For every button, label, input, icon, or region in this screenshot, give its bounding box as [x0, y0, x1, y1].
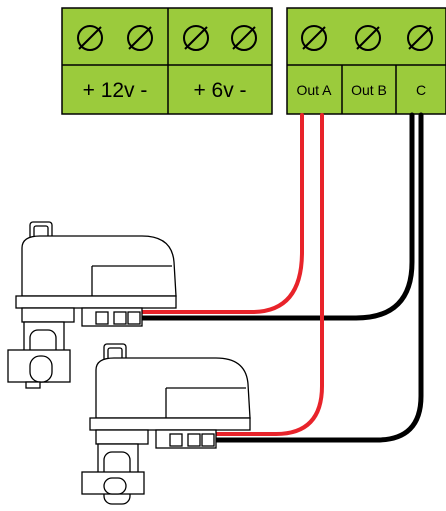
valve-connector: [169, 433, 183, 447]
wires: [140, 112, 424, 443]
terminal-label-out-a: Out A: [296, 82, 332, 98]
output-terminal-block: Out A Out B C: [286, 7, 446, 115]
power-terminal-block: + 12v - + 6v -: [61, 7, 273, 115]
terminal-label-out-b: Out B: [351, 82, 387, 98]
screw-terminal-icon: [407, 25, 433, 51]
valve-connector: [95, 311, 109, 325]
screw-terminal-icon: [231, 25, 257, 51]
terminal-label-c: C: [416, 82, 426, 98]
wire-red-to-upper-valve: [141, 113, 304, 314]
valve-actuator-lower: [81, 343, 251, 505]
valve-base-plate: [15, 295, 177, 309]
wire-black-to-upper-valve: [140, 112, 415, 321]
power-block-body: [61, 7, 273, 115]
screw-terminal-icon: [183, 25, 209, 51]
screw-terminal-icon: [77, 25, 103, 51]
valve-base-plate: [89, 417, 251, 431]
wire-red-to-lower-valve: [208, 113, 324, 436]
screw-terminal-icon: [127, 25, 153, 51]
terminal-label-12v: + 12v -: [83, 79, 148, 102]
output-block-body: [286, 7, 446, 115]
screw-terminal-icon: [355, 25, 381, 51]
valve-actuator-upper: [7, 221, 177, 389]
wire-black-to-lower-valve: [207, 112, 424, 443]
screw-terminal-icon: [301, 25, 327, 51]
terminal-label-6v: + 6v -: [193, 79, 246, 102]
